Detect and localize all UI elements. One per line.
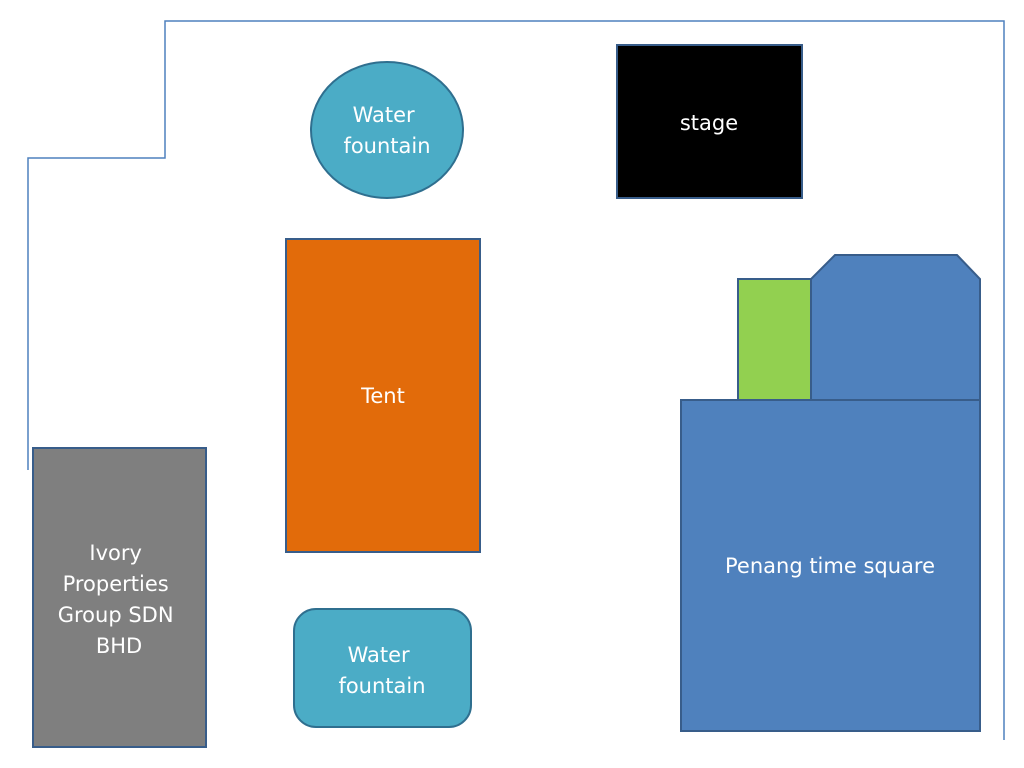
water-fountain-bottom-shape: [293, 608, 472, 728]
green-annex-shape: [737, 278, 812, 401]
penang-time-square-label-line: Penang time square: [725, 554, 935, 578]
water-fountain-bottom-label-line: Water: [348, 643, 410, 667]
penang-time-square-label: Penang time square: [725, 554, 935, 578]
water-fountain-bottom-label: Water fountain: [338, 643, 425, 698]
ivory-properties-label-line: BHD: [96, 634, 142, 658]
water-fountain-top-label-line: fountain: [343, 134, 430, 158]
penang-time-square-block: Penang time square: [680, 254, 981, 732]
ivory-properties-block: Ivory Properties Group SDN BHD: [32, 447, 207, 748]
ivory-properties-label: Ivory Properties Group SDN BHD: [58, 541, 181, 658]
ivory-properties-label-line: Ivory: [89, 541, 142, 565]
ivory-properties-label-line: Properties: [63, 572, 169, 596]
site-boundary-line: [27, 20, 1005, 740]
tent-shape: [285, 238, 481, 553]
penang-main-shape: [680, 399, 981, 732]
water-fountain-bottom-label-line: fountain: [338, 674, 425, 698]
ivory-properties-label-line: Group SDN: [58, 603, 174, 627]
water-fountain-top-shape: [310, 61, 464, 199]
ivory-properties-shape: [32, 447, 207, 748]
tent-block: Tent: [285, 238, 481, 553]
stage-label-line: stage: [680, 111, 738, 135]
water-fountain-bottom: Water fountain: [293, 608, 472, 728]
water-fountain-top: Water fountain: [310, 61, 464, 199]
stage-label: stage: [680, 111, 738, 135]
tent-label-line: Tent: [360, 384, 405, 408]
stage-block: stage: [616, 44, 803, 199]
water-fountain-top-label-line: Water: [353, 103, 415, 127]
stage-shape: [616, 44, 803, 199]
penang-tower-shape: [810, 254, 981, 401]
water-fountain-top-label: Water fountain: [343, 103, 430, 158]
tent-label: Tent: [360, 384, 405, 408]
